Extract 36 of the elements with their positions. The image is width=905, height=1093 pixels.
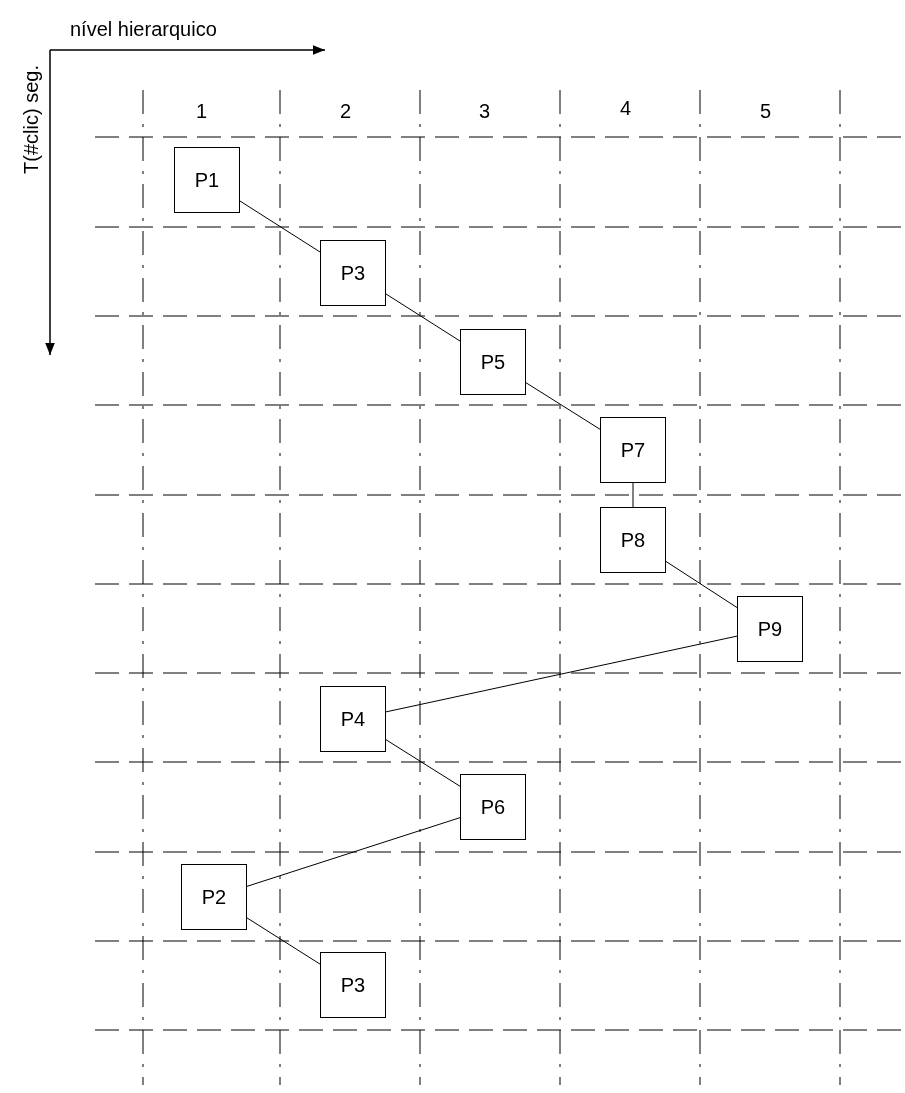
page-box — [320, 952, 386, 1018]
page-box — [320, 686, 386, 752]
connector-line — [525, 382, 601, 430]
page-box — [600, 507, 666, 573]
box-label: P3 — [340, 261, 366, 285]
connector-line — [385, 293, 461, 342]
box-label: P5 — [480, 350, 506, 374]
connector-line — [632, 482, 634, 508]
column-number: 1 — [196, 100, 208, 123]
box-label: P4 — [340, 707, 366, 731]
connector-line — [385, 635, 738, 713]
page-box — [460, 329, 526, 395]
connector-line — [239, 200, 321, 253]
box-label: P1 — [194, 168, 220, 192]
column-number: 5 — [760, 100, 772, 123]
box-label: P6 — [480, 795, 506, 819]
page-box — [181, 864, 247, 930]
page-box — [320, 240, 386, 306]
connector-line — [246, 817, 461, 887]
box-label: P9 — [757, 617, 783, 641]
box-label: P3 — [340, 973, 366, 997]
page-box — [460, 774, 526, 840]
axis-title: T(#clic) seg. — [20, 65, 43, 174]
connector-line — [246, 917, 321, 965]
page-box — [737, 596, 803, 662]
column-number: 2 — [340, 100, 352, 123]
connector-line — [385, 739, 461, 787]
box-label: P8 — [620, 528, 646, 552]
axis-title: nível hierarquico — [70, 18, 217, 41]
page-box — [600, 417, 666, 483]
connector-line — [665, 560, 738, 609]
column-number: 3 — [479, 100, 491, 123]
column-number: 4 — [620, 97, 632, 120]
box-label: P2 — [201, 885, 227, 909]
box-label: P7 — [620, 438, 646, 462]
page-box — [174, 147, 240, 213]
